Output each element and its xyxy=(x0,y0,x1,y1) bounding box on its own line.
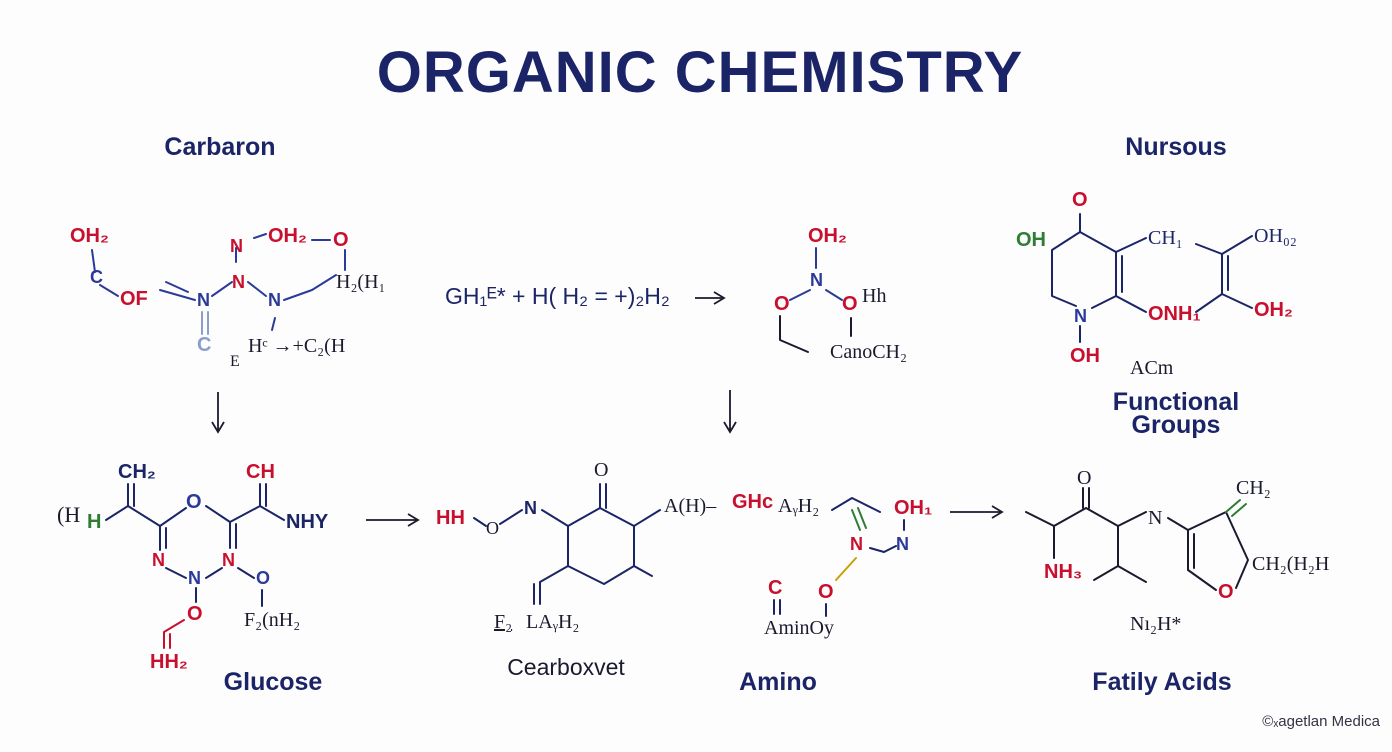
arrow-right-1 xyxy=(366,513,420,527)
atom-aminoy: AminOy xyxy=(764,617,834,639)
arrow-right-2 xyxy=(950,505,1004,519)
atom-o-top: O xyxy=(594,459,608,481)
molecule-glucose: CH₂ CH (H H O NHY N N N O O HH₂ F₂(nH₂ xyxy=(57,461,329,673)
atom-of: OF xyxy=(120,288,148,310)
atom-c-2: C xyxy=(197,334,211,356)
label-glucose: Glucose xyxy=(224,668,323,696)
atom-ch2: CH₂ xyxy=(1236,477,1271,499)
atom-n-blue: N xyxy=(896,534,909,554)
page-title: ORGANIC CHEMISTRY xyxy=(377,40,1023,105)
arrow-down-left xyxy=(211,392,225,434)
atom-o-small: O xyxy=(486,518,499,538)
atom-n-2: N xyxy=(188,568,201,588)
atom-oh1: OH₁ xyxy=(894,497,932,519)
atom-ah2: AᵧH₂ xyxy=(778,495,819,517)
atom-n-1: N xyxy=(197,290,210,310)
atom-n-3: N xyxy=(232,272,245,292)
atom-hh: HH xyxy=(436,507,465,529)
atom-n: N xyxy=(1148,507,1162,529)
atom-ghc: GHc xyxy=(732,491,773,513)
atom-n-4: N xyxy=(268,290,281,310)
atom-oh2: OH₂ xyxy=(1254,299,1293,321)
arrow-right-reaction xyxy=(695,291,726,305)
atom-nh2h: Nı₂H* xyxy=(1130,613,1181,635)
atom-o: O xyxy=(1077,467,1091,489)
atom-o: O xyxy=(333,229,349,251)
atom-oh2: OH₂ xyxy=(70,225,109,247)
atom-oh2: OH₂ xyxy=(808,225,847,247)
atom-hh: Hh xyxy=(862,285,886,307)
atom-c: C xyxy=(768,577,782,599)
atom-hc: Hᶜ →+C₂(H xyxy=(248,335,345,357)
atom-o-top: O xyxy=(1072,189,1088,211)
atom-n-red: N xyxy=(850,534,863,554)
arrow-down-middle xyxy=(723,390,737,434)
atom-o-1: O xyxy=(774,293,790,315)
atom-oh: OH xyxy=(1016,229,1046,251)
atom-n-2: N xyxy=(230,236,243,256)
atom-o: O xyxy=(818,581,834,603)
atom-nh3: NH₃ xyxy=(1044,561,1082,583)
label-functional-groups-2: Groups xyxy=(1132,411,1221,439)
label-amino: Amino xyxy=(739,668,817,696)
molecule-nursous: O OH CH₁ OH₀₂ N ONH₁ OH₂ OH ACm xyxy=(1016,189,1297,379)
atom-o-2: O xyxy=(842,293,858,315)
atom-f2nh2: F₂(nH₂ xyxy=(244,609,300,631)
atom-hh2: HH₂ xyxy=(150,651,188,673)
atom-oh02: OH₀₂ xyxy=(1254,225,1297,247)
atom-ah: A(H)– xyxy=(664,495,717,517)
atom-oh-bottom: OH xyxy=(1070,345,1100,367)
atom-n: N xyxy=(810,270,823,290)
atom-onh1: ONH₁ xyxy=(1148,303,1201,325)
molecule-carboxyl: HH O N O A(H)– GHc AᵧH₂ F₂ LAᵧH₂ xyxy=(436,459,819,633)
label-nursous: Nursous xyxy=(1125,133,1226,161)
atom-canoch2: CanoCH₂ xyxy=(830,341,907,363)
atom-o: O xyxy=(186,491,202,513)
atom-ch: CH xyxy=(246,461,275,483)
atom-e: E xyxy=(230,353,240,370)
atom-n-3: N xyxy=(222,550,235,570)
atom-oh2-b: OH₂ xyxy=(268,225,307,247)
atom-c: C xyxy=(90,267,103,287)
atom-n: N xyxy=(524,498,537,518)
footer-credit: ©ₓagetlan Medica xyxy=(1262,713,1380,730)
atom-n-1: N xyxy=(152,550,165,570)
atom-ch2h2h: CH₂(H₂H xyxy=(1252,553,1329,575)
atom-h-green: H xyxy=(87,511,101,533)
atom-acm: ACm xyxy=(1130,357,1174,379)
molecule-fatty-acids: O N CH₂ NH₃ O CH₂(H₂H Nı₂H* xyxy=(1025,467,1329,635)
molecule-carbon: OH₂ C OF N N N N OH₂ O H₂(H₁ C E Hᶜ →+C₂… xyxy=(70,225,386,370)
label-fatty-acids: Fatily Acids xyxy=(1092,668,1231,696)
atom-h-left: (H xyxy=(57,502,80,527)
molecule-amino: OH₁ N N C O AminOy xyxy=(764,497,932,639)
atom-f2: F₂ xyxy=(494,611,512,633)
atom-h2h1: H₂(H₁ xyxy=(336,271,386,293)
atom-lah2: LAᵧH₂ xyxy=(526,611,579,633)
atom-o-red: O xyxy=(1218,581,1234,603)
atom-o-red: O xyxy=(187,603,203,625)
label-carboxyl: Cearboxvet xyxy=(507,654,625,680)
atom-ch2: CH₂ xyxy=(118,461,156,483)
label-carbon: Carbaron xyxy=(164,133,275,161)
atom-ch1: CH₁ xyxy=(1148,227,1183,249)
atom-o-small: O xyxy=(256,568,270,588)
atom-n: N xyxy=(1074,306,1087,326)
atom-nhy: NHY xyxy=(286,511,329,533)
molecule-middle-top: OH₂ N O O Hh CanoCH₂ xyxy=(774,225,907,363)
reaction-equation: GH₁ᴱ* + H( H₂ = +)₂H₂ xyxy=(445,283,670,309)
label-functional-groups-1: Functional xyxy=(1113,388,1239,416)
